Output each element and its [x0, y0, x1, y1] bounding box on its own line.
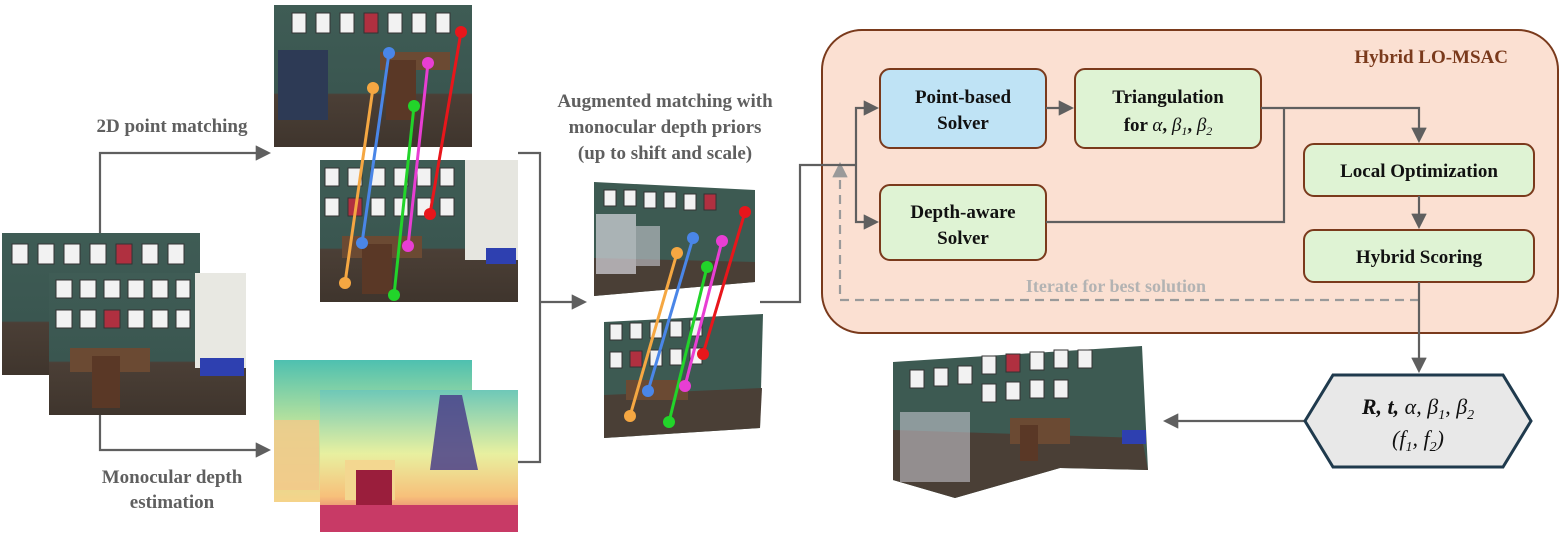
depth-solver-label-line1: Depth-aware — [910, 202, 1015, 223]
triangulation-label-line1: Triangulation — [1112, 87, 1224, 108]
match-line-green — [392, 105, 416, 296]
lo-msac-title: Hybrid LO-MSAC — [1354, 47, 1508, 68]
flow-arrows — [98, 100, 1427, 464]
input-image-pair — [2, 233, 246, 415]
local-optimization-label: Local Optimization — [1340, 161, 1498, 182]
match-points — [339, 26, 467, 301]
arrow-augmented-to-solvers — [760, 163, 856, 304]
point-based-solver-box — [879, 68, 1047, 149]
point-solver-label-line2: Solver — [937, 113, 989, 134]
arrow-triangulation-to-lo — [1261, 106, 1427, 144]
match-line-magenta — [406, 62, 430, 247]
augmented-matching-images — [594, 182, 763, 438]
augmented-label-line1: Augmented matching with — [557, 91, 773, 112]
match-line-red — [428, 31, 463, 215]
depth-solver-label-line2: Solver — [937, 228, 989, 249]
match-line-blue — [360, 52, 391, 244]
output-line1: R, t, α, β1, β2 — [1361, 394, 1474, 423]
arrow-input-to-matching — [98, 145, 272, 233]
match-line-orange — [343, 87, 375, 284]
augmented-label-line2: monocular depth priors — [569, 117, 762, 138]
arrow-to-depth-solver — [854, 165, 880, 230]
aug-match-line-magenta — [683, 240, 724, 387]
augmented-match-points — [624, 206, 751, 428]
arrow-input-to-depth — [98, 415, 272, 458]
lo-msac-module: Hybrid LO-MSAC Point-based Solver Depth-… — [821, 29, 1559, 334]
triangulation-label-line2: for α, β1, β2 — [1124, 115, 1213, 138]
augmented-match-lines — [628, 211, 747, 423]
triangulation-box — [1074, 68, 1262, 149]
aug-match-line-orange — [628, 252, 679, 417]
match-lines — [343, 31, 463, 296]
iterate-loop-arrow — [832, 161, 1419, 302]
aug-match-line-red — [701, 211, 747, 355]
bracket-join — [518, 151, 542, 464]
output-parameters: R, t, α, β1, β2 (f1, f2) — [1303, 373, 1533, 469]
arrow-depth-solver-to-join — [1046, 108, 1286, 224]
aug-match-line-green — [667, 266, 709, 423]
aug-match-line-blue — [646, 237, 695, 392]
depth-estimation-label-line1: Monocular depth — [102, 467, 243, 488]
arrow-to-point-solver — [854, 100, 880, 165]
augmented-label-line3: (up to shift and scale) — [578, 143, 752, 164]
depth-estimation-label-line2: estimation — [130, 492, 215, 513]
depth-maps — [274, 360, 518, 532]
point-matching-label: 2D point matching — [97, 116, 248, 137]
matching-image-pair — [274, 5, 518, 302]
reconstruction-result — [893, 346, 1148, 498]
output-line2: (f1, f2) — [1392, 426, 1444, 455]
iterate-label: Iterate for best solution — [1026, 276, 1206, 296]
point-solver-label-line1: Point-based — [915, 87, 1012, 108]
hybrid-scoring-label: Hybrid Scoring — [1356, 247, 1483, 268]
output-hexagon — [1303, 373, 1533, 469]
